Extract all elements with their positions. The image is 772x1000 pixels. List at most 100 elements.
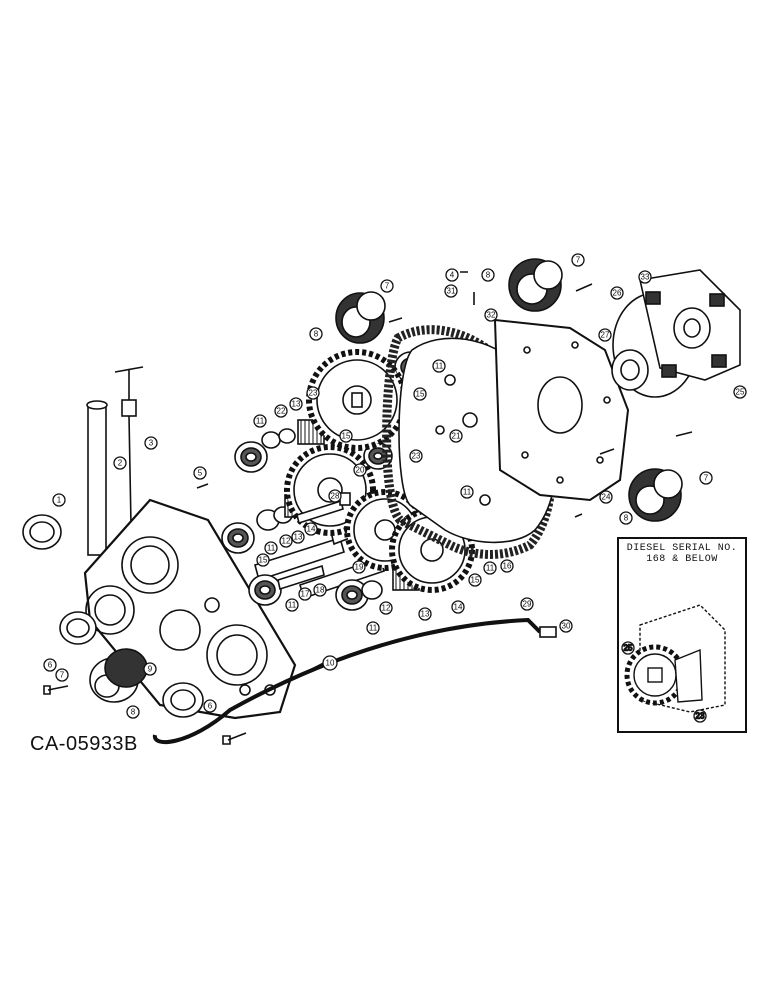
callout-16: 16 <box>500 559 514 573</box>
callout-10: 10 <box>322 655 338 671</box>
front-seal-left <box>59 611 97 645</box>
inset-drawing: 25 23 <box>621 604 726 723</box>
bearing-1 <box>234 441 268 473</box>
flange-coupler <box>639 269 741 381</box>
svg-text:16: 16 <box>503 562 512 571</box>
svg-text:11: 11 <box>463 488 472 497</box>
callout-11c: 11 <box>285 598 299 612</box>
svg-text:11: 11 <box>486 564 495 573</box>
callout-32: 32 <box>484 308 498 322</box>
svg-text:19: 19 <box>355 563 364 572</box>
small-bolts <box>388 271 693 518</box>
callout-6: 6 <box>43 658 57 672</box>
inset-caption-line1: DIESEL SERIAL NO. <box>626 543 738 554</box>
callout-31: 31 <box>444 284 458 298</box>
callouts: 1 2 3 4 5 6 6 7 7 7 7 8 8 8 8 9 10 11 11… <box>43 253 747 719</box>
svg-text:8: 8 <box>131 708 136 717</box>
callout-3: 3 <box>144 436 158 450</box>
callout-24: 24 <box>599 490 613 504</box>
svg-text:15: 15 <box>471 576 480 585</box>
svg-text:12: 12 <box>382 604 391 613</box>
back-plate <box>493 318 630 502</box>
svg-text:23: 23 <box>309 389 318 398</box>
callout-25: 25 <box>733 385 747 399</box>
lower-right-seal <box>628 468 683 522</box>
callout-7b: 7 <box>380 279 394 293</box>
callout-15a: 15 <box>339 429 353 443</box>
inset-callout-23: 23 <box>693 709 707 723</box>
svg-text:10: 10 <box>326 659 335 668</box>
callout-27: 27 <box>598 328 612 342</box>
svg-text:21: 21 <box>452 432 461 441</box>
svg-text:13: 13 <box>292 400 301 409</box>
svg-text:7: 7 <box>385 282 390 291</box>
svg-text:14: 14 <box>307 525 316 534</box>
svg-text:11: 11 <box>435 362 444 371</box>
svg-text:4: 4 <box>450 271 455 280</box>
callout-15b: 15 <box>256 553 270 567</box>
svg-text:32: 32 <box>487 311 496 320</box>
svg-text:11: 11 <box>369 624 378 633</box>
coupler-hub <box>611 349 649 391</box>
svg-text:25: 25 <box>624 644 633 653</box>
callout-6b: 6 <box>203 699 217 713</box>
svg-text:14: 14 <box>454 603 463 612</box>
svg-text:11: 11 <box>267 544 276 553</box>
inset-caption: DIESEL SERIAL NO. 168 & BELOW <box>619 543 745 565</box>
svg-text:13: 13 <box>294 533 303 542</box>
front-seal-right <box>162 682 204 718</box>
callout-8: 8 <box>126 705 140 719</box>
upper-seal-right <box>508 258 563 312</box>
callout-5: 5 <box>193 466 207 480</box>
inset-callout-25: 25 <box>621 641 635 655</box>
svg-text:15: 15 <box>259 556 268 565</box>
callout-15c: 15 <box>413 387 427 401</box>
svg-text:6: 6 <box>48 661 53 670</box>
callout-14b: 14 <box>451 600 465 614</box>
svg-text:6: 6 <box>208 702 213 711</box>
callout-28: 28 <box>328 489 342 503</box>
callout-14a: 14 <box>304 522 318 536</box>
callout-23a: 23 <box>306 386 320 400</box>
svg-text:11: 11 <box>288 601 297 610</box>
svg-text:23: 23 <box>696 712 705 721</box>
callout-7d: 7 <box>699 471 713 485</box>
callout-22: 22 <box>274 404 288 418</box>
svg-text:24: 24 <box>602 493 611 502</box>
callout-4: 4 <box>445 268 459 282</box>
svg-text:15: 15 <box>416 390 425 399</box>
callout-33: 33 <box>638 270 652 284</box>
bearing-4 <box>335 579 369 611</box>
svg-text:1: 1 <box>57 496 62 505</box>
callout-9: 9 <box>143 662 157 676</box>
callout-15d: 15 <box>468 573 482 587</box>
callout-7c: 7 <box>571 253 585 267</box>
callout-18: 18 <box>313 583 327 597</box>
callout-8d: 8 <box>619 511 633 525</box>
svg-text:20: 20 <box>356 466 365 475</box>
svg-text:2: 2 <box>118 459 123 468</box>
svg-text:23: 23 <box>412 452 421 461</box>
svg-text:15: 15 <box>342 432 351 441</box>
gear-middle <box>284 444 376 536</box>
svg-text:26: 26 <box>613 289 622 298</box>
inset-caption-line2: 168 & BELOW <box>646 554 718 565</box>
svg-text:7: 7 <box>704 474 709 483</box>
callout-21: 21 <box>449 429 463 443</box>
callout-11d: 11 <box>366 621 380 635</box>
callout-13c: 13 <box>418 607 432 621</box>
oil-line-branch <box>289 661 326 681</box>
svg-text:3: 3 <box>149 439 154 448</box>
svg-text:27: 27 <box>601 331 610 340</box>
callout-20: 20 <box>353 463 367 477</box>
upper-seal-left <box>335 291 386 344</box>
dipstick <box>114 366 144 526</box>
oil-line <box>152 617 542 745</box>
callout-11b: 11 <box>264 541 278 555</box>
svg-text:31: 31 <box>447 287 456 296</box>
bearing-3 <box>248 574 282 606</box>
callout-19: 19 <box>352 560 366 574</box>
svg-text:7: 7 <box>576 256 581 265</box>
svg-text:11: 11 <box>256 417 265 426</box>
